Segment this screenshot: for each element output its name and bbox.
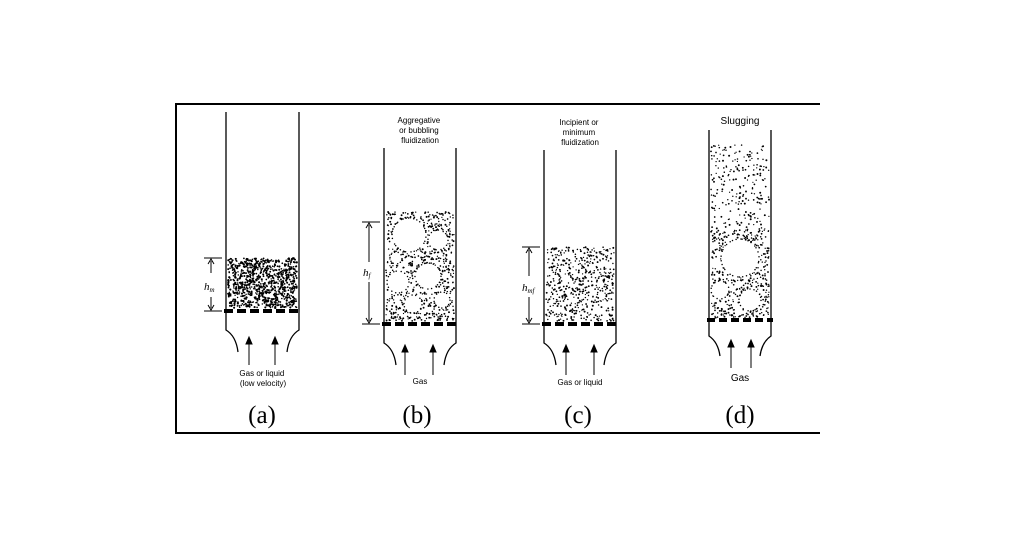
flow-arrows-c [562, 343, 598, 375]
height-label-c: hmf [522, 282, 536, 295]
height-marker-c [522, 246, 540, 325]
caption-b: (b) [402, 402, 431, 429]
flow-label-a: Gas or liquid (low velocity) [239, 369, 286, 388]
caption-c: (c) [564, 402, 592, 429]
flow-label-b: Gas [413, 377, 428, 386]
packed-bed-a [227, 257, 298, 310]
height-label-a: hm [204, 281, 215, 294]
flow-label-c: Gas or liquid [558, 378, 603, 387]
flow-arrows-a [245, 335, 279, 365]
height-marker-b [362, 221, 380, 325]
panel-c: Incipient or minimum fluidization hmf [522, 118, 618, 429]
column-d [708, 130, 772, 357]
figure-frame [175, 103, 820, 434]
caption-a: (a) [248, 402, 276, 429]
height-marker-a [204, 257, 222, 312]
title-d: Slugging [721, 116, 760, 127]
bubbling-bed-b [385, 211, 455, 322]
column-c [543, 150, 617, 366]
flow-arrows-b [401, 343, 437, 375]
slugging-bed-d [710, 144, 770, 319]
panel-d: Slugging Gas (d) [707, 116, 773, 429]
flow-label-d: Gas [731, 373, 749, 384]
title-c: Incipient or minimum fluidization [559, 118, 600, 147]
panel-a: hm Gas or liquid (low velocity) (a) [204, 112, 301, 429]
title-b: Aggregative or bubbling fluidization [398, 116, 443, 145]
panel-b: Aggregative or bubbling fluidization hf [362, 116, 458, 429]
caption-d: (d) [725, 402, 754, 429]
height-label-b: hf [363, 267, 372, 280]
column-a [225, 112, 300, 353]
flow-arrows-d [727, 338, 755, 368]
column-b [383, 148, 457, 366]
expanded-bed-c [545, 246, 615, 322]
